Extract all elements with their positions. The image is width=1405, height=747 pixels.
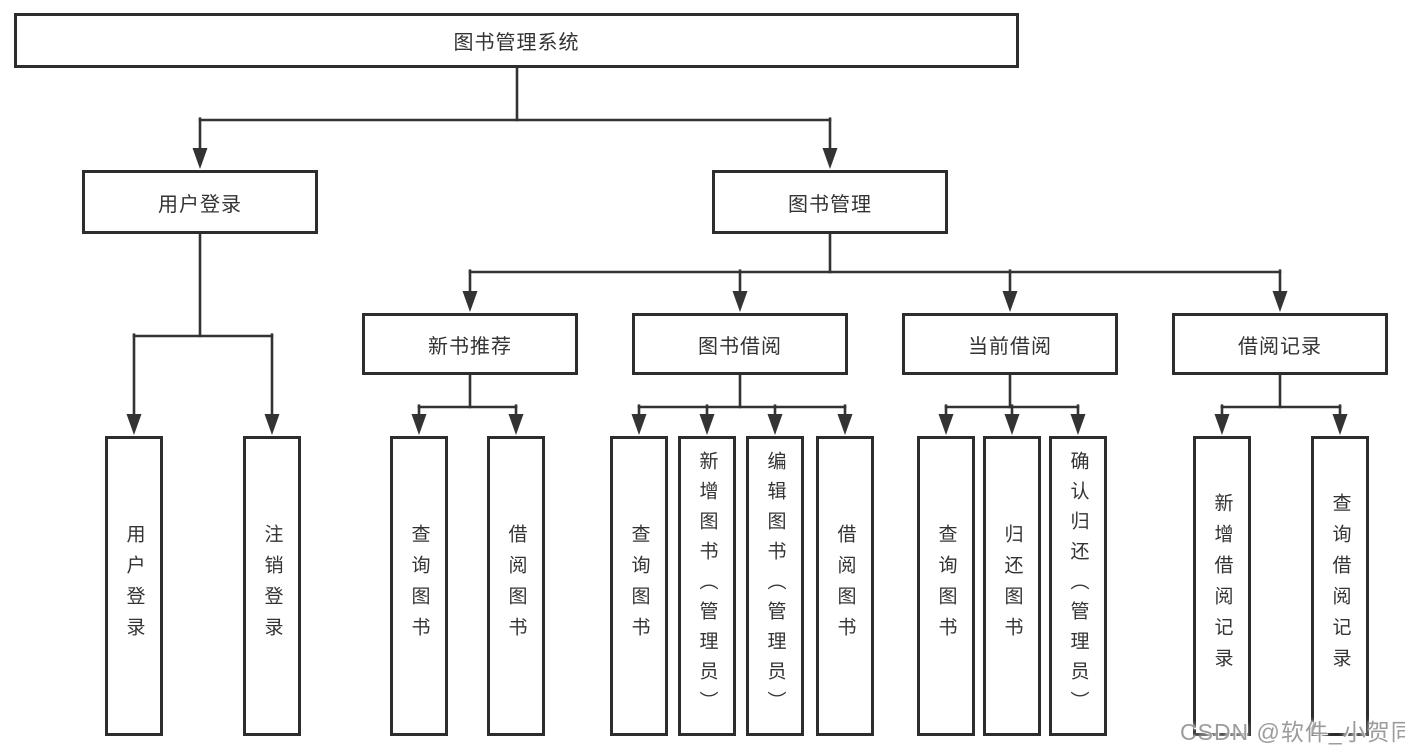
leaf-borrow-query-books-label: 查询图书 — [628, 524, 650, 648]
node-borrow-records-label: 借阅记录 — [1238, 335, 1322, 358]
node-current-borrow: 当前借阅 — [902, 313, 1118, 375]
leaf-user-login-label: 用户登录 — [123, 524, 145, 648]
node-book-management: 图书管理 — [712, 170, 948, 234]
leaf-recommend-borrow-books-label: 借阅图书 — [505, 524, 527, 648]
leaf-edit-books-admin-label: 编辑图书（管理员） — [764, 451, 786, 721]
leaf-logout-label: 注销登录 — [261, 524, 283, 648]
leaf-add-books-admin: 新增图书（管理员） — [678, 436, 736, 736]
node-book-management-label: 图书管理 — [788, 193, 872, 216]
leaf-user-login: 用户登录 — [105, 436, 163, 736]
connector-root-to-level2 — [192, 65, 838, 169]
node-user-login: 用户登录 — [82, 170, 318, 234]
connector-book-borrow-to-leaves — [631, 373, 853, 435]
node-current-borrow-label: 当前借阅 — [968, 335, 1052, 358]
node-root-system-label: 图书管理系统 — [453, 32, 580, 54]
leaf-current-query-books-label: 查询图书 — [935, 524, 957, 648]
leaf-borrow-books-label: 借阅图书 — [834, 524, 856, 648]
csdn-watermark: CSDN @软件_小贺同学 — [1180, 719, 1405, 745]
connector-user-login-to-leaves — [126, 232, 280, 435]
leaf-return-books: 归还图书 — [983, 436, 1041, 736]
node-new-book-recommend-label: 新书推荐 — [428, 335, 512, 358]
leaf-borrow-books: 借阅图书 — [816, 436, 874, 736]
leaf-confirm-return-admin: 确认归还（管理员） — [1049, 436, 1107, 736]
leaf-recommend-query-books: 查询图书 — [390, 436, 448, 736]
leaf-query-borrow-record: 查询借阅记录 — [1311, 436, 1369, 736]
leaf-add-books-admin-label: 新增图书（管理员） — [696, 451, 718, 721]
connector-current-borrow-to-leaves — [938, 373, 1086, 435]
leaf-return-books-label: 归还图书 — [1001, 524, 1023, 648]
connector-new-book-recommend-to-leaves — [411, 373, 524, 435]
leaf-logout: 注销登录 — [243, 436, 301, 736]
connector-borrow-records-to-leaves — [1214, 373, 1348, 435]
leaf-add-borrow-record-label: 新增借阅记录 — [1211, 493, 1233, 679]
leaf-current-query-books: 查询图书 — [917, 436, 975, 736]
leaf-edit-books-admin: 编辑图书（管理员） — [746, 436, 804, 736]
node-new-book-recommend: 新书推荐 — [362, 313, 578, 375]
leaf-query-borrow-record-label: 查询借阅记录 — [1329, 493, 1351, 679]
node-user-login-label: 用户登录 — [158, 193, 242, 216]
leaf-recommend-borrow-books: 借阅图书 — [487, 436, 545, 736]
node-book-borrow-label: 图书借阅 — [698, 335, 782, 358]
node-borrow-records: 借阅记录 — [1172, 313, 1388, 375]
connector-book-management-to-level3 — [462, 232, 1288, 312]
leaf-add-borrow-record: 新增借阅记录 — [1193, 436, 1251, 736]
node-root-system: 图书管理系统 — [14, 13, 1019, 68]
node-book-borrow: 图书借阅 — [632, 313, 848, 375]
leaf-borrow-query-books: 查询图书 — [610, 436, 668, 736]
leaf-confirm-return-admin-label: 确认归还（管理员） — [1067, 451, 1089, 721]
leaf-recommend-query-books-label: 查询图书 — [408, 524, 430, 648]
